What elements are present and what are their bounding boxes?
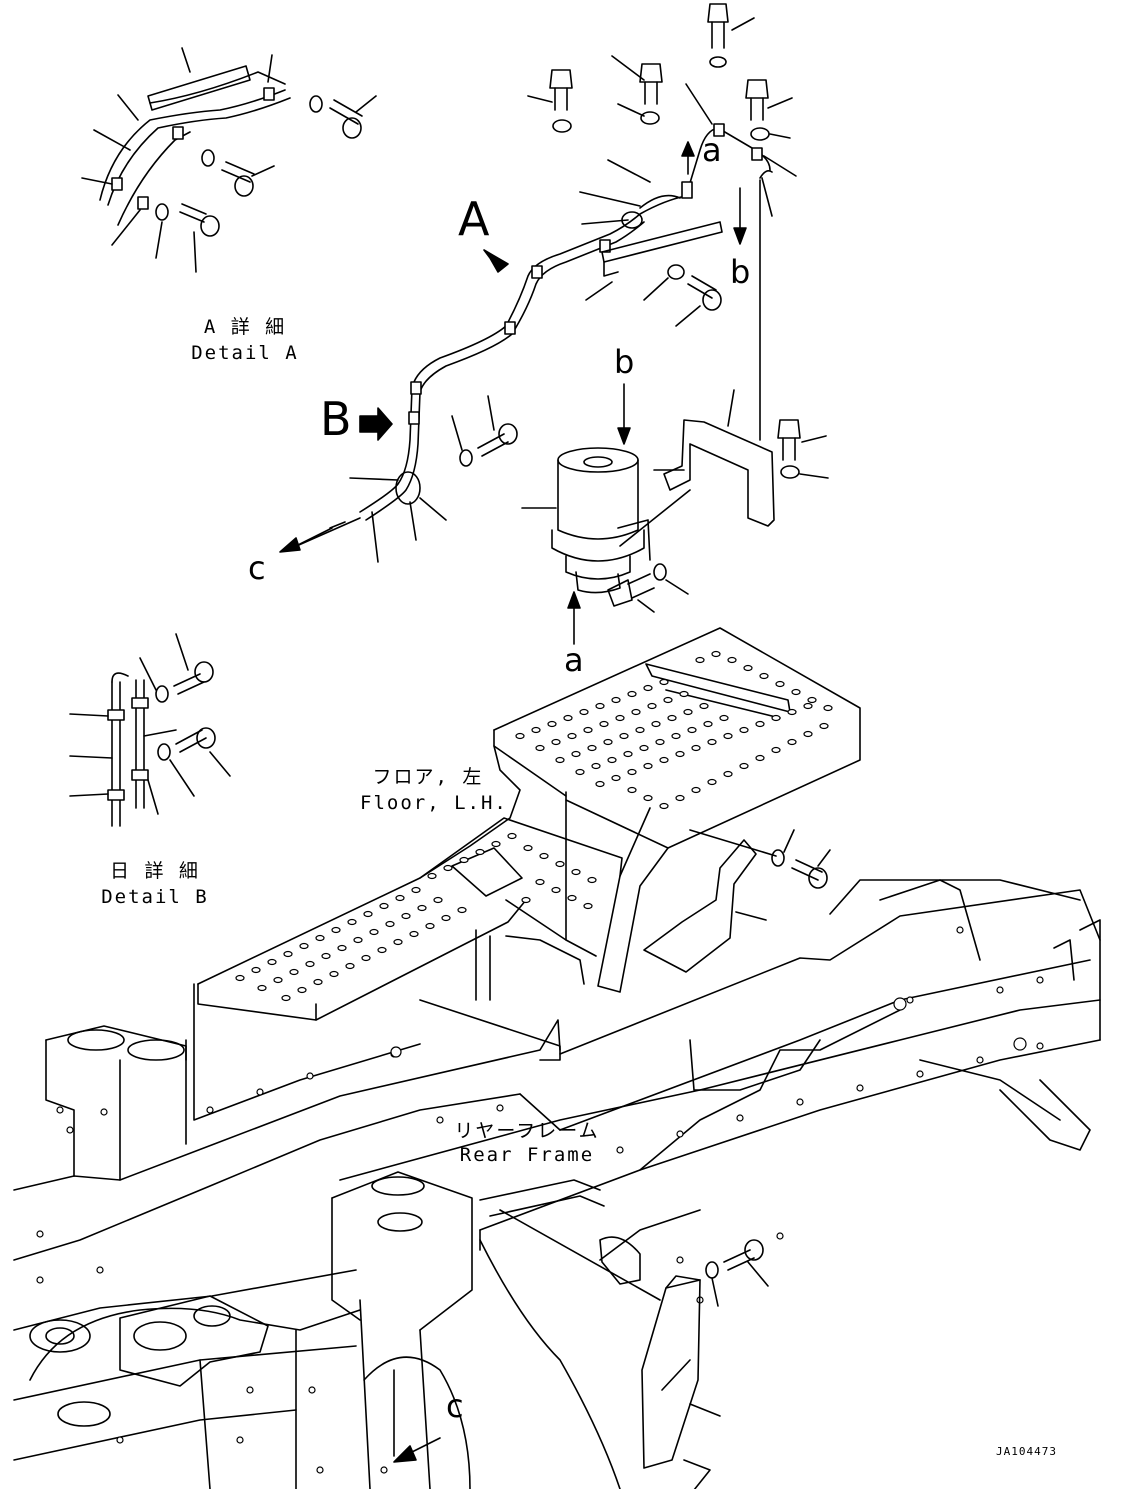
- rear-frame-caption-jp: リヤーフレーム: [454, 1120, 600, 1142]
- floor-perforations: [235, 650, 833, 1002]
- view-b-label: B: [320, 392, 352, 446]
- detail-b-drawing: [69, 633, 231, 827]
- floor-bracket: [643, 829, 831, 973]
- ref-a-top-label: a: [702, 131, 722, 169]
- frame-bolt-holes: [36, 926, 1044, 1474]
- tank-assembly: [521, 179, 829, 645]
- detail-a-caption-en: Detail A: [191, 342, 299, 364]
- floor-lh-drawing: [197, 627, 861, 1021]
- ref-a-tank-label: a: [564, 641, 584, 679]
- rear-frame-drawing: [13, 879, 1101, 1489]
- detail-a-caption-jp: A 詳 細: [203, 316, 287, 338]
- detail-b-caption-jp: 日 詳 細: [110, 860, 200, 882]
- ref-b-right-label: b: [730, 253, 751, 291]
- frame-hose-and-bracket: [393, 1179, 769, 1489]
- floor-caption-jp: フロア, 左: [372, 766, 484, 788]
- view-a-label: A: [458, 192, 490, 246]
- rear-frame-caption-en: Rear Frame: [459, 1144, 595, 1166]
- detail-a-drawing: [81, 47, 377, 273]
- ref-c-hose-label: c: [248, 549, 266, 587]
- ref-b-tank-label: b: [614, 343, 635, 381]
- drawing-code: JA104473: [996, 1445, 1057, 1458]
- detail-b-caption-en: Detail B: [101, 886, 209, 908]
- floor-caption-en: Floor, L.H.: [360, 792, 508, 814]
- ref-c-frame-label: c: [446, 1387, 464, 1425]
- hose-assembly: [279, 3, 797, 563]
